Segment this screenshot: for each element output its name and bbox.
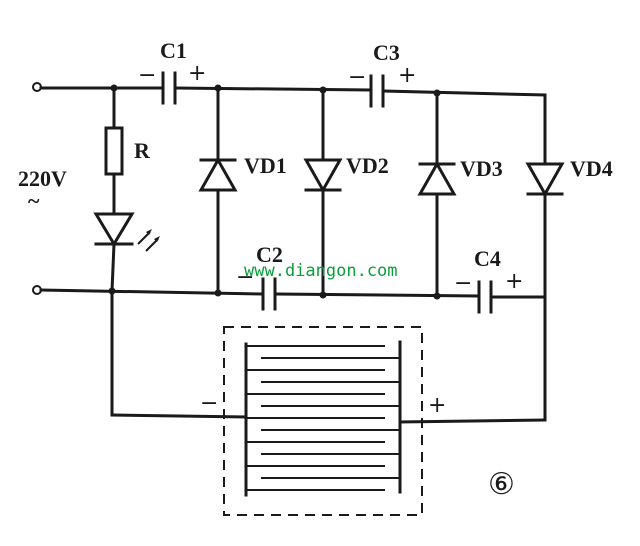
diode-vd2 [303,88,343,297]
bottom-rail-wires [39,288,547,299]
capacitor-c4 [477,280,493,314]
load-electrode-plates [223,326,423,516]
polarity-c4-plus: + [505,269,523,294]
figure-number: ⑥ [488,468,515,501]
diode-vd3 [417,91,457,298]
polarity-c3-plus: + [398,63,416,88]
label-c1: C1 [160,38,187,63]
watermark: www.diangon.com [244,261,398,281]
label-vd4: VD4 [570,156,613,181]
polarity-c2-minus: − [236,265,254,290]
polarity-load-plus: + [428,393,446,418]
label-voltage: 220V [18,166,67,191]
diode-vd1 [198,86,238,295]
label-vd3: VD3 [460,156,503,181]
diode-vd4 [525,93,565,299]
capacitor-c2 [261,277,277,311]
resistor-r [104,86,124,216]
polarity-load-minus: − [200,391,218,416]
polarity-c1-plus: + [188,61,206,86]
label-c3: C3 [373,40,400,65]
polarity-c3-minus: − [348,65,366,90]
capacitor-c1 [161,71,177,105]
label-vd2: VD2 [346,153,389,178]
label-c2: C2 [256,242,283,267]
polarity-c4-minus: − [454,271,472,296]
polarity-c1-minus: − [138,63,156,88]
ac-symbol: ~ [28,188,40,213]
top-rail-wires [39,86,547,97]
capacitor-c3 [369,74,385,108]
label-r: R [134,138,151,163]
led-indicator [93,212,160,293]
label-c4: C4 [474,246,501,271]
label-vd1: VD1 [244,153,287,178]
